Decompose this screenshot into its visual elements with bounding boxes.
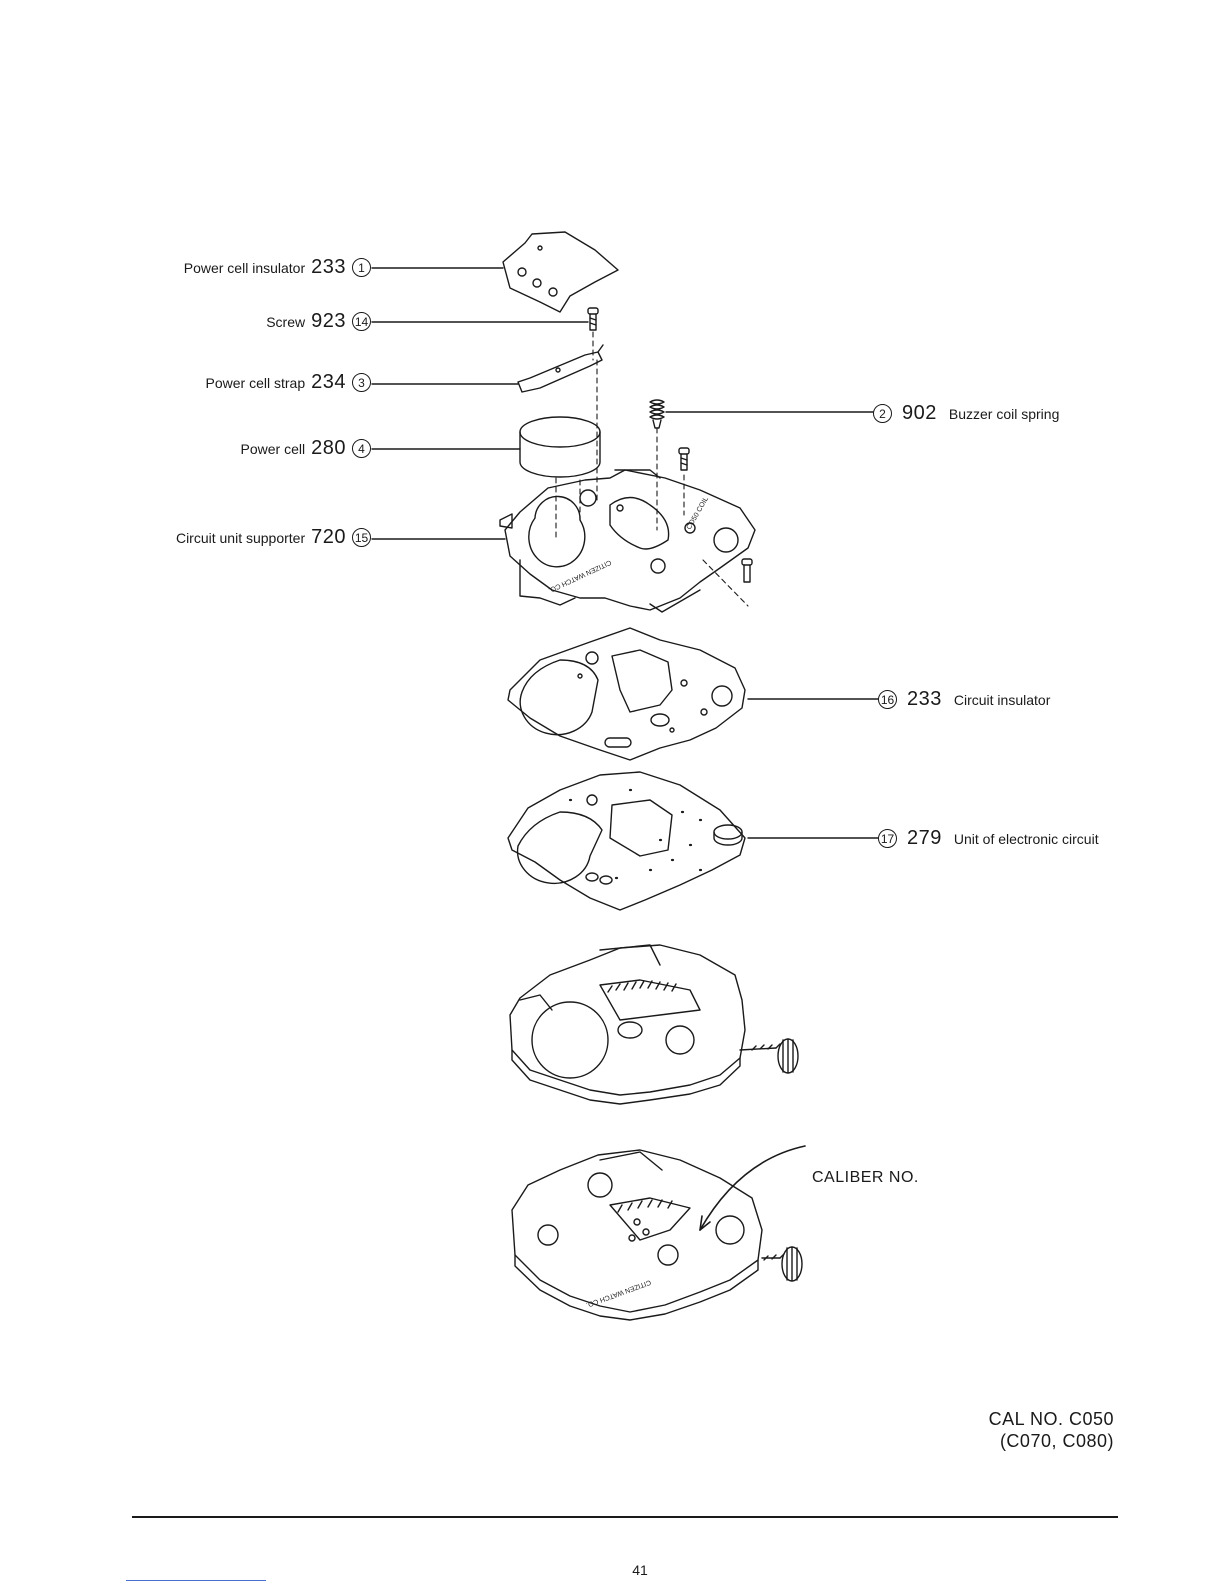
power-cell-insulator-part	[503, 232, 618, 312]
movement-back-part: CITIZEN WATCH CO.	[512, 1150, 802, 1320]
buzzer-coil-spring-part	[650, 400, 664, 428]
leader-lines-right	[666, 412, 878, 838]
power-cell-strap-part	[518, 345, 603, 392]
movement-assembly-part	[510, 945, 798, 1104]
svg-text:CO50 COIL: CO50 COIL	[686, 496, 710, 531]
screw-part	[588, 308, 598, 330]
circuit-unit-supporter-part: CITIZEN WATCH CO. CO50 COIL	[500, 470, 755, 612]
alignment-dashes	[556, 332, 748, 606]
electronic-circuit-unit-part	[508, 772, 745, 910]
svg-text:CITIZEN WATCH CO.: CITIZEN WATCH CO.	[547, 558, 612, 593]
screw-part-3	[742, 559, 752, 582]
svg-text:CITIZEN WATCH CO.: CITIZEN WATCH CO.	[585, 1278, 652, 1308]
circuit-insulator-part	[508, 628, 745, 760]
caliber-arrow	[700, 1146, 805, 1230]
screw-part-2	[679, 448, 689, 470]
power-cell-part	[520, 417, 600, 477]
